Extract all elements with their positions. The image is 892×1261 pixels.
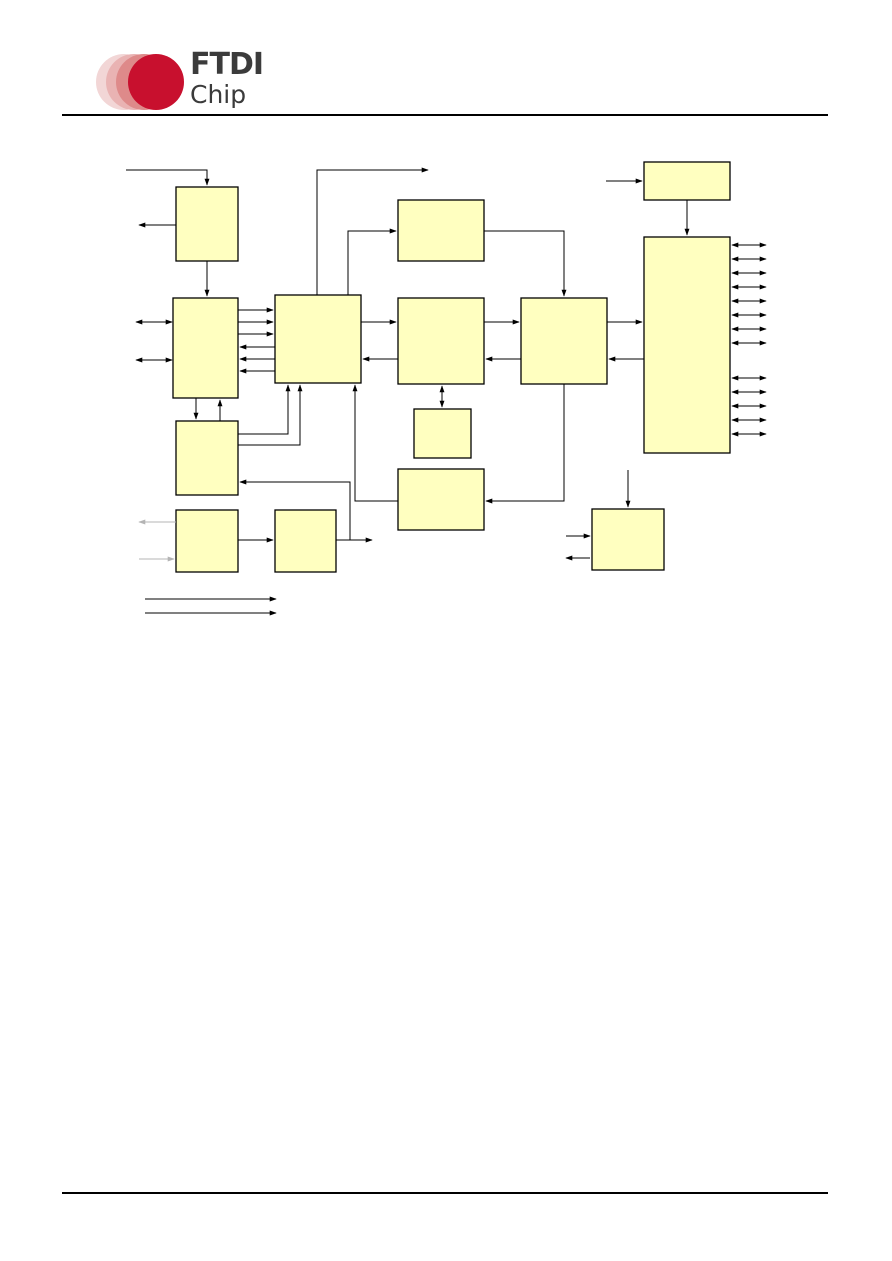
block-uart-fifo-controller — [397, 199, 485, 262]
rxbuffer-to-sie-line — [352, 384, 398, 502]
footer-divider — [62, 1192, 828, 1194]
block-clock-multiplier — [175, 420, 239, 496]
vcc-input-line — [126, 169, 210, 186]
clock-to-sie-line — [238, 384, 303, 446]
uart-to-rxbuffer-line — [485, 384, 565, 504]
logo-emblem-icon — [96, 54, 184, 110]
clock-to-sie-line — [238, 384, 291, 435]
block-internal-eeprom — [413, 408, 472, 459]
header-divider — [62, 114, 828, 116]
ftdi-chip-logo: FTDI Chip — [90, 47, 264, 114]
logo-subtitle: Chip — [190, 80, 247, 109]
fifo-to-uart-line — [484, 230, 567, 297]
block-io-buffers — [643, 236, 731, 454]
block-reset-generator — [591, 508, 665, 571]
block-power-regulator — [175, 186, 239, 262]
block-sie — [274, 294, 362, 384]
logo-wordmark: FTDI — [190, 47, 264, 82]
sie-top-out-line — [316, 167, 429, 295]
block-usb-protocol-engine — [397, 297, 485, 385]
block-usb-transceiver — [172, 297, 239, 399]
divider-to-clock-line — [239, 479, 351, 540]
block-diagram — [126, 161, 767, 616]
block-cbus-config — [643, 161, 731, 201]
block-clock-divider — [274, 509, 337, 573]
sie-to-fifo-controller — [347, 228, 397, 295]
block-uart-controller — [520, 297, 608, 385]
block-rx-buffer — [397, 468, 485, 531]
block-oscillator — [175, 509, 239, 573]
